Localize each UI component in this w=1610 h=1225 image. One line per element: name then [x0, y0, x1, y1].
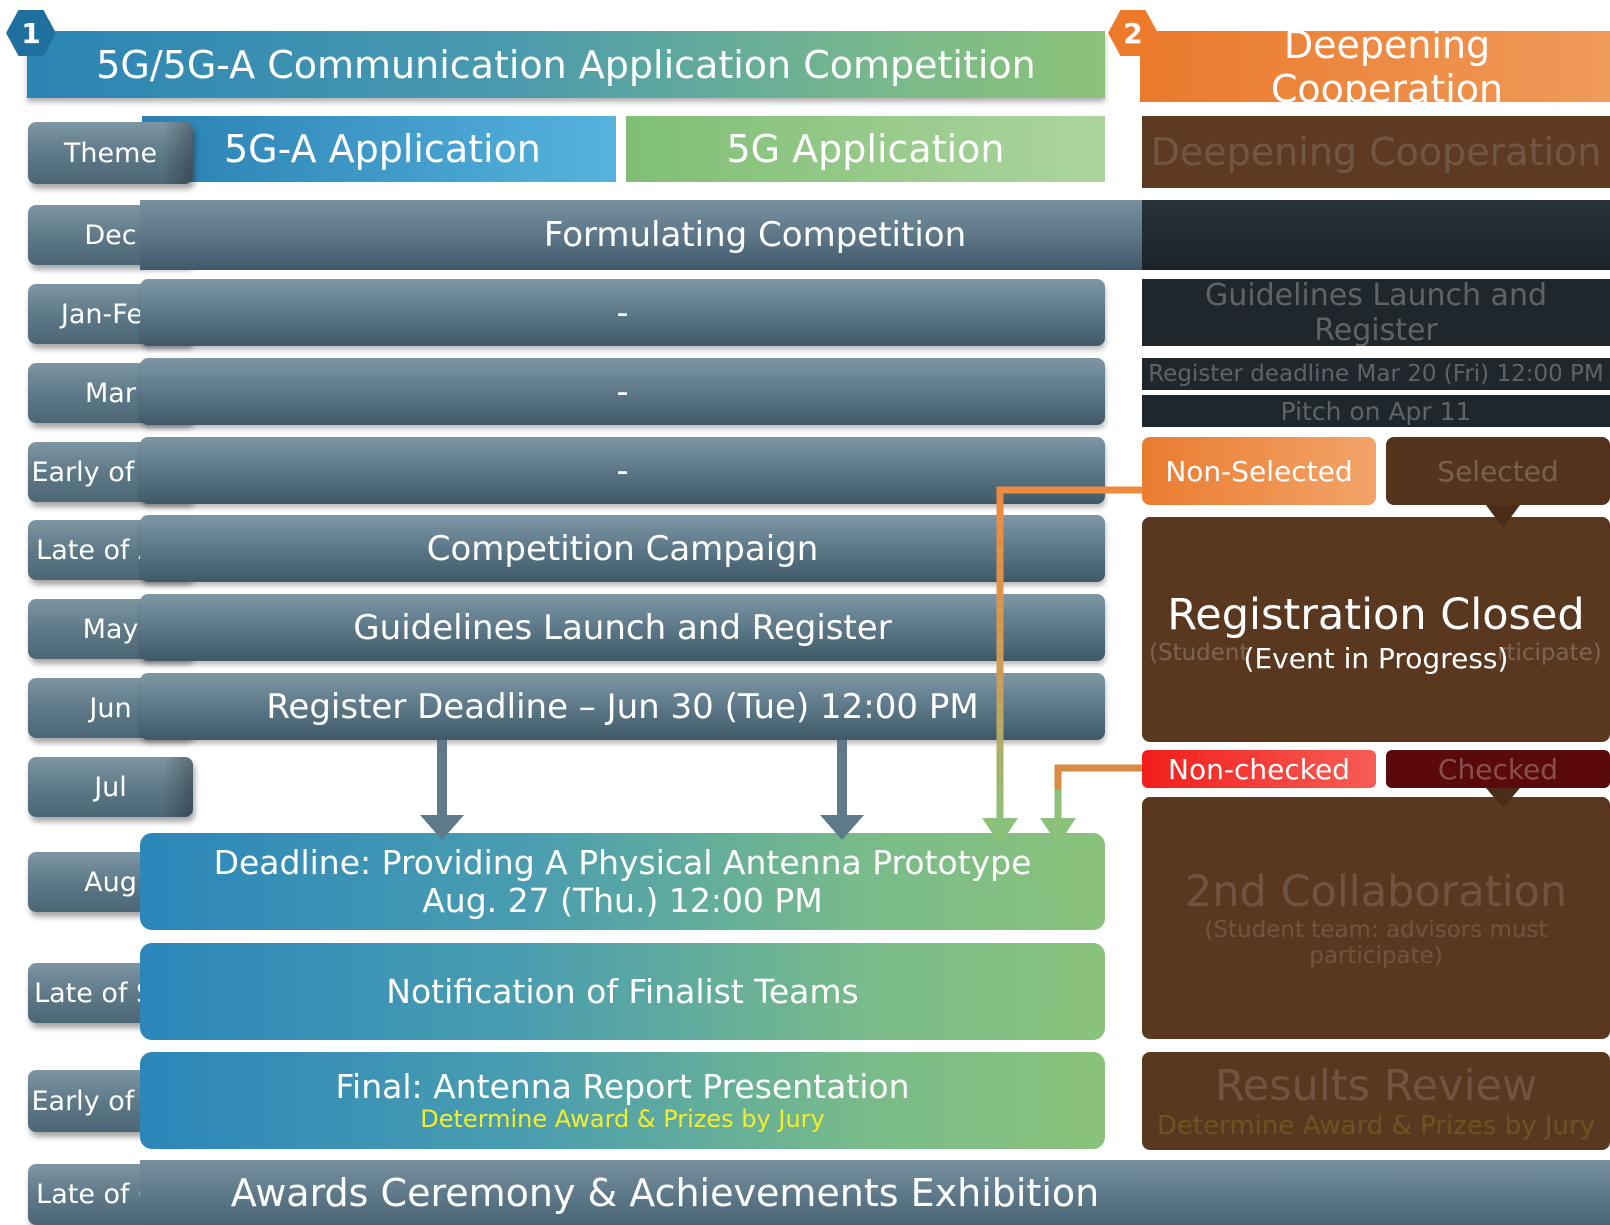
theme-5g-application: 5G Application — [626, 116, 1105, 182]
aug-deadline-row: Deadline: Providing A Physical Antenna P… — [140, 833, 1105, 930]
month-label-theme: Theme — [28, 122, 193, 184]
collab2-title: 2nd Collaboration — [1184, 867, 1568, 917]
may-text: Guidelines Launch and Register — [353, 607, 892, 648]
late-apr-text: Competition Campaign — [426, 528, 819, 569]
section1-header: 5G/5G-A Communication Application Compet… — [27, 31, 1105, 98]
dec-coop-dark-overlay — [1142, 200, 1610, 270]
non-selected-label: Non-Selected — [1165, 454, 1353, 488]
theme-coop-label: Deepening Cooperation — [1150, 130, 1602, 174]
results-review-title: Results Review — [1214, 1061, 1538, 1111]
late-oct-text: Awards Ceremony & Achievements Exhibitio… — [230, 1170, 1100, 1215]
registration-closed-sub: (Event in Progress) — [1243, 641, 1509, 675]
section1-number: 1 — [21, 16, 41, 50]
janfeb-text: - — [616, 292, 629, 333]
non-checked-box: Non-checked — [1142, 750, 1376, 788]
results-review-panel: Results Review Determine Award & Prizes … — [1142, 1052, 1610, 1150]
theme-5ga-label: 5G-A Application — [224, 127, 541, 171]
registration-closed-panel — [1142, 517, 1610, 742]
arrow-5ga-shaft — [437, 740, 447, 818]
early-apr-text: - — [616, 450, 629, 491]
registration-closed-title: Registration Closed — [1142, 585, 1610, 645]
jun-row: Register Deadline – Jun 30 (Tue) 12:00 P… — [140, 673, 1105, 740]
non-selected-box: Non-Selected — [1142, 437, 1376, 505]
coop-guidelines-bar: Guidelines Launch and Register — [1142, 277, 1610, 348]
early-oct-line1: Final: Antenna Report Presentation — [335, 1066, 910, 1106]
month-label-jul: Jul — [28, 757, 193, 817]
selected-box: Selected — [1386, 437, 1610, 505]
checked-box: Checked — [1386, 750, 1610, 788]
early-oct-final-row: Final: Antenna Report Presentation Deter… — [140, 1052, 1105, 1149]
janfeb-row: - — [140, 279, 1105, 346]
section2-number: 2 — [1123, 16, 1143, 50]
arrow-5g-shaft — [837, 740, 847, 818]
section1-title: 5G/5G-A Communication Application Compet… — [96, 42, 1036, 87]
may-row: Guidelines Launch and Register — [140, 594, 1105, 661]
mar-row: - — [140, 358, 1105, 425]
coop-register-deadline-bar: Register deadline Mar 20 (Fri) 12:00 PM — [1142, 358, 1610, 390]
collab1-right-faint: rticipate) — [1497, 640, 1602, 666]
late-apr-row: Competition Campaign — [140, 515, 1105, 582]
mar-text: - — [616, 371, 629, 412]
section2-badge: 2 — [1108, 10, 1158, 56]
coop-pitch-text: Pitch on Apr 11 — [1280, 396, 1472, 426]
section2-header: Deepening Cooperation — [1140, 23, 1610, 111]
aug-line1: Deadline: Providing A Physical Antenna P… — [213, 842, 1032, 882]
section2-title: Deepening Cooperation — [1270, 22, 1504, 111]
jun-text: Register Deadline – Jun 30 (Tue) 12:00 P… — [266, 686, 979, 727]
collab2-subtitle: (Student team: advisors must participate… — [1204, 917, 1548, 969]
selected-label: Selected — [1437, 454, 1559, 488]
collab1-left-faint: (Student — [1149, 640, 1249, 666]
collab2-panel: 2nd Collaboration (Student team: advisor… — [1142, 797, 1610, 1039]
late-sep-finalist-row: Notification of Finalist Teams — [140, 943, 1105, 1040]
late-oct-awards-row: Awards Ceremony & Achievements Exhibitio… — [140, 1160, 1610, 1225]
theme-deepening-cooperation: Deepening Cooperation — [1142, 116, 1610, 188]
coop-pitch-bar: Pitch on Apr 11 — [1142, 395, 1610, 427]
late-sep-text: Notification of Finalist Teams — [386, 972, 859, 1011]
aug-line2: Aug. 27 (Thu.) 12:00 PM — [422, 880, 823, 920]
coop-guidelines-text: Guidelines Launch and Register — [1204, 277, 1547, 348]
early-apr-row: - — [140, 437, 1105, 504]
theme-5ga-application: 5G-A Application — [142, 116, 616, 182]
registration-closed-text: Registration Closed — [1167, 590, 1585, 640]
results-review-subtitle: Determine Award & Prizes by Jury — [1156, 1111, 1596, 1141]
theme-5g-label: 5G Application — [726, 127, 1005, 171]
checked-label: Checked — [1437, 752, 1559, 786]
arrow-non-checked-connector — [1054, 764, 1142, 820]
coop-register-deadline-text: Register deadline Mar 20 (Fri) 12:00 PM — [1148, 361, 1604, 387]
non-checked-label: Non-checked — [1168, 752, 1350, 786]
registration-closed-subtitle: (Event in Progress) — [1142, 640, 1610, 676]
dec-text: Formulating Competition — [543, 215, 967, 255]
early-oct-line2: Determine Award & Prizes by Jury — [420, 1104, 825, 1133]
